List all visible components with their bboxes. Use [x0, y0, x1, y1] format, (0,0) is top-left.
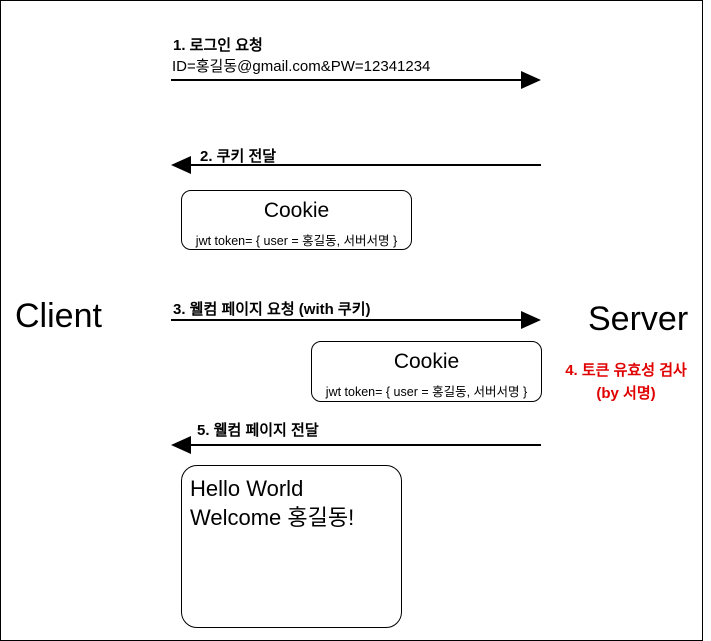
welcome-page-box: Hello World Welcome 홍길동! [181, 465, 402, 628]
cookie-box-2-body: jwt token= { user = 홍길동, 서버서명 } [325, 385, 528, 399]
cookie-box-2: Cookie jwt token= { user = 홍길동, 서버서명 } [311, 341, 542, 402]
welcome-line-1: Hello World [190, 476, 304, 501]
step1-detail: ID=홍길동@gmail.com&PW=12341234 [172, 58, 431, 75]
server-label: Server [588, 300, 689, 338]
step4-title: 4. 토큰 유효성 검사 [565, 362, 687, 379]
cookie-box-1-body: jwt token= { user = 홍길동, 서버서명 } [195, 234, 398, 248]
arrow-welcome-delivery [171, 436, 541, 454]
cookie-box-2-title: Cookie [393, 350, 460, 373]
arrow-login-request [171, 71, 541, 89]
cookie-box-1: Cookie jwt token= { user = 홍길동, 서버서명 } [181, 190, 412, 250]
welcome-line-2: Welcome 홍길동! [190, 505, 355, 530]
client-label: Client [15, 297, 102, 335]
cookie-box-1-title: Cookie [263, 199, 330, 222]
step3-title: 3. 웰컴 페이지 요청 (with 쿠키) [173, 301, 371, 318]
welcome-page-content: Hello World Welcome 홍길동! [190, 474, 354, 532]
step4-detail: (by 서명) [596, 385, 656, 402]
arrow-cookie-delivery [171, 156, 541, 174]
step2-title: 2. 쿠키 전달 [200, 148, 277, 165]
arrow-welcome-request [171, 311, 541, 329]
step5-title: 5. 웰컴 페이지 전달 [197, 422, 319, 439]
step1-title: 1. 로그인 요청 [173, 37, 263, 54]
